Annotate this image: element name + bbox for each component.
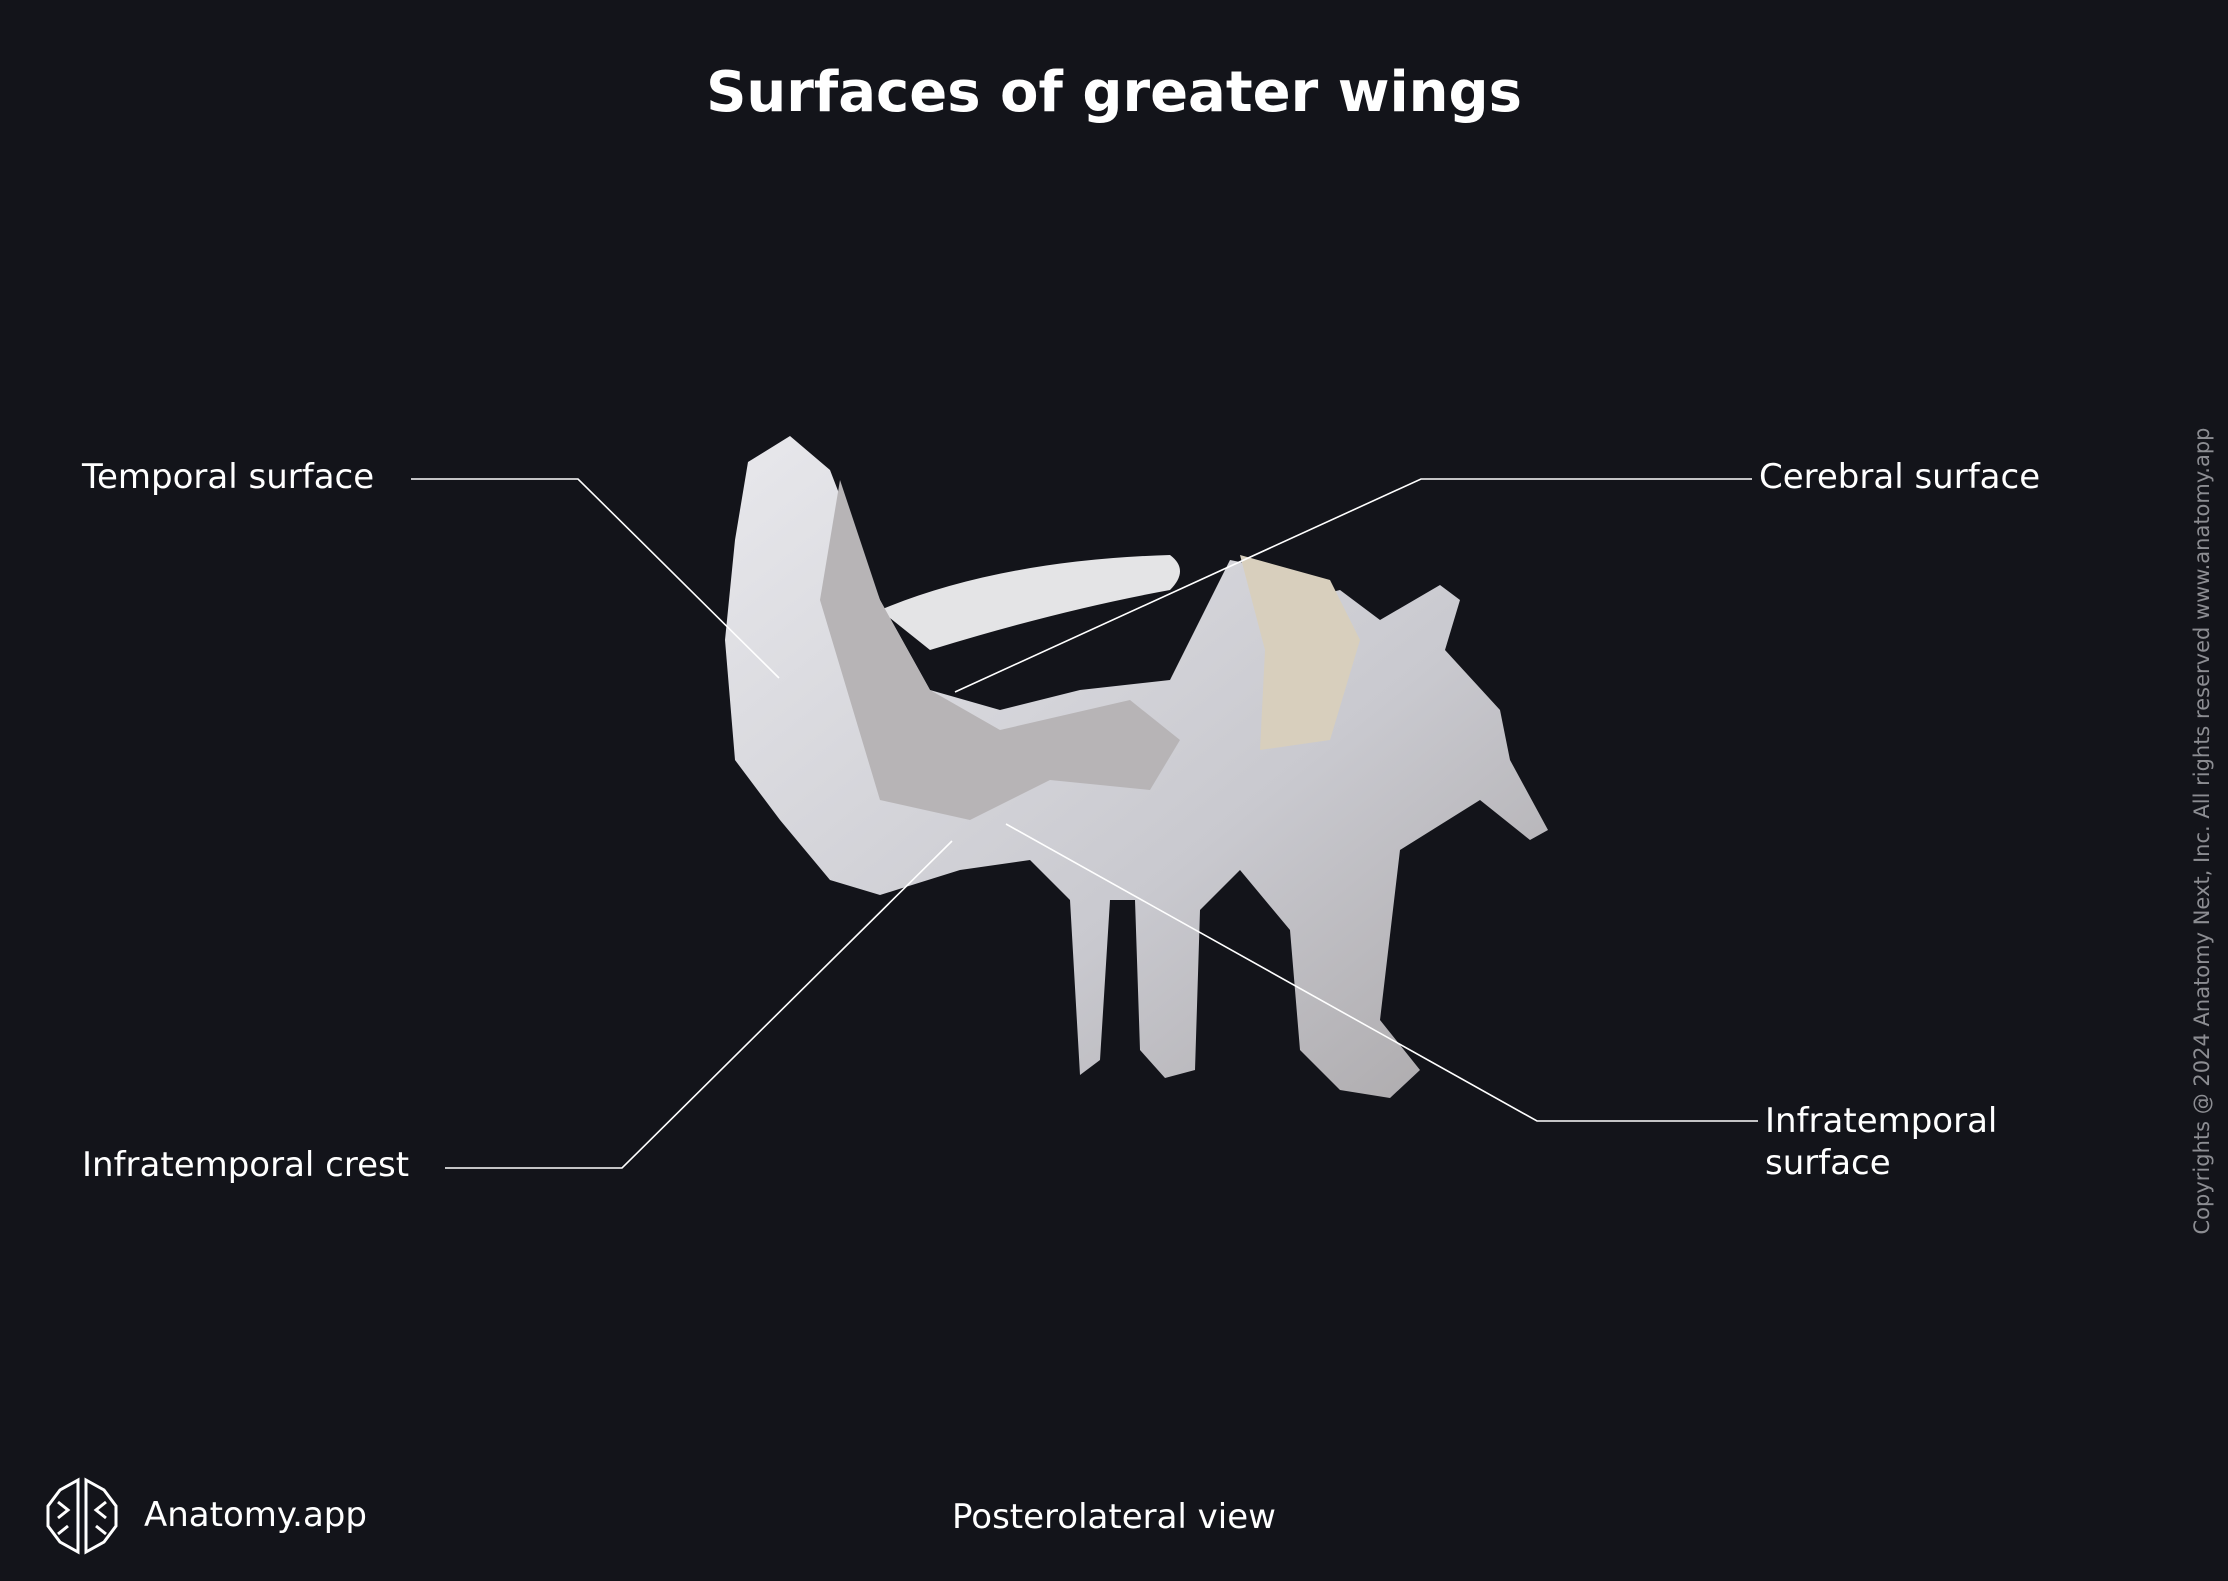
sphenoid-bone [725,436,1548,1098]
label-temporal-surface: Temporal surface [82,457,375,497]
leader-infratemporal-crest [445,840,953,1169]
leader-infratemporal-surface [1005,823,1758,1122]
label-infratemporal-surface-line1: Infratemporal [1765,1101,1998,1141]
leader-temporal-surface [411,478,780,679]
copyright-notice: Copyrights @ 2024 Anatomy Next, Inc. All… [2190,427,2214,1235]
leader-lines [411,478,1758,1169]
page-title: Surfaces of greater wings [706,60,1522,125]
label-infratemporal-crest: Infratemporal crest [82,1145,410,1185]
label-infratemporal-surface-line2: surface [1765,1143,1891,1183]
brain-logo-icon [46,1477,118,1555]
brand-name: Anatomy.app [144,1495,367,1535]
leader-cerebral-surface [954,478,1752,693]
view-caption: Posterolateral view [952,1497,1276,1537]
label-infratemporal-surface: Infratemporal surface [1765,1100,1997,1184]
label-cerebral-surface: Cerebral surface [1759,457,2041,497]
